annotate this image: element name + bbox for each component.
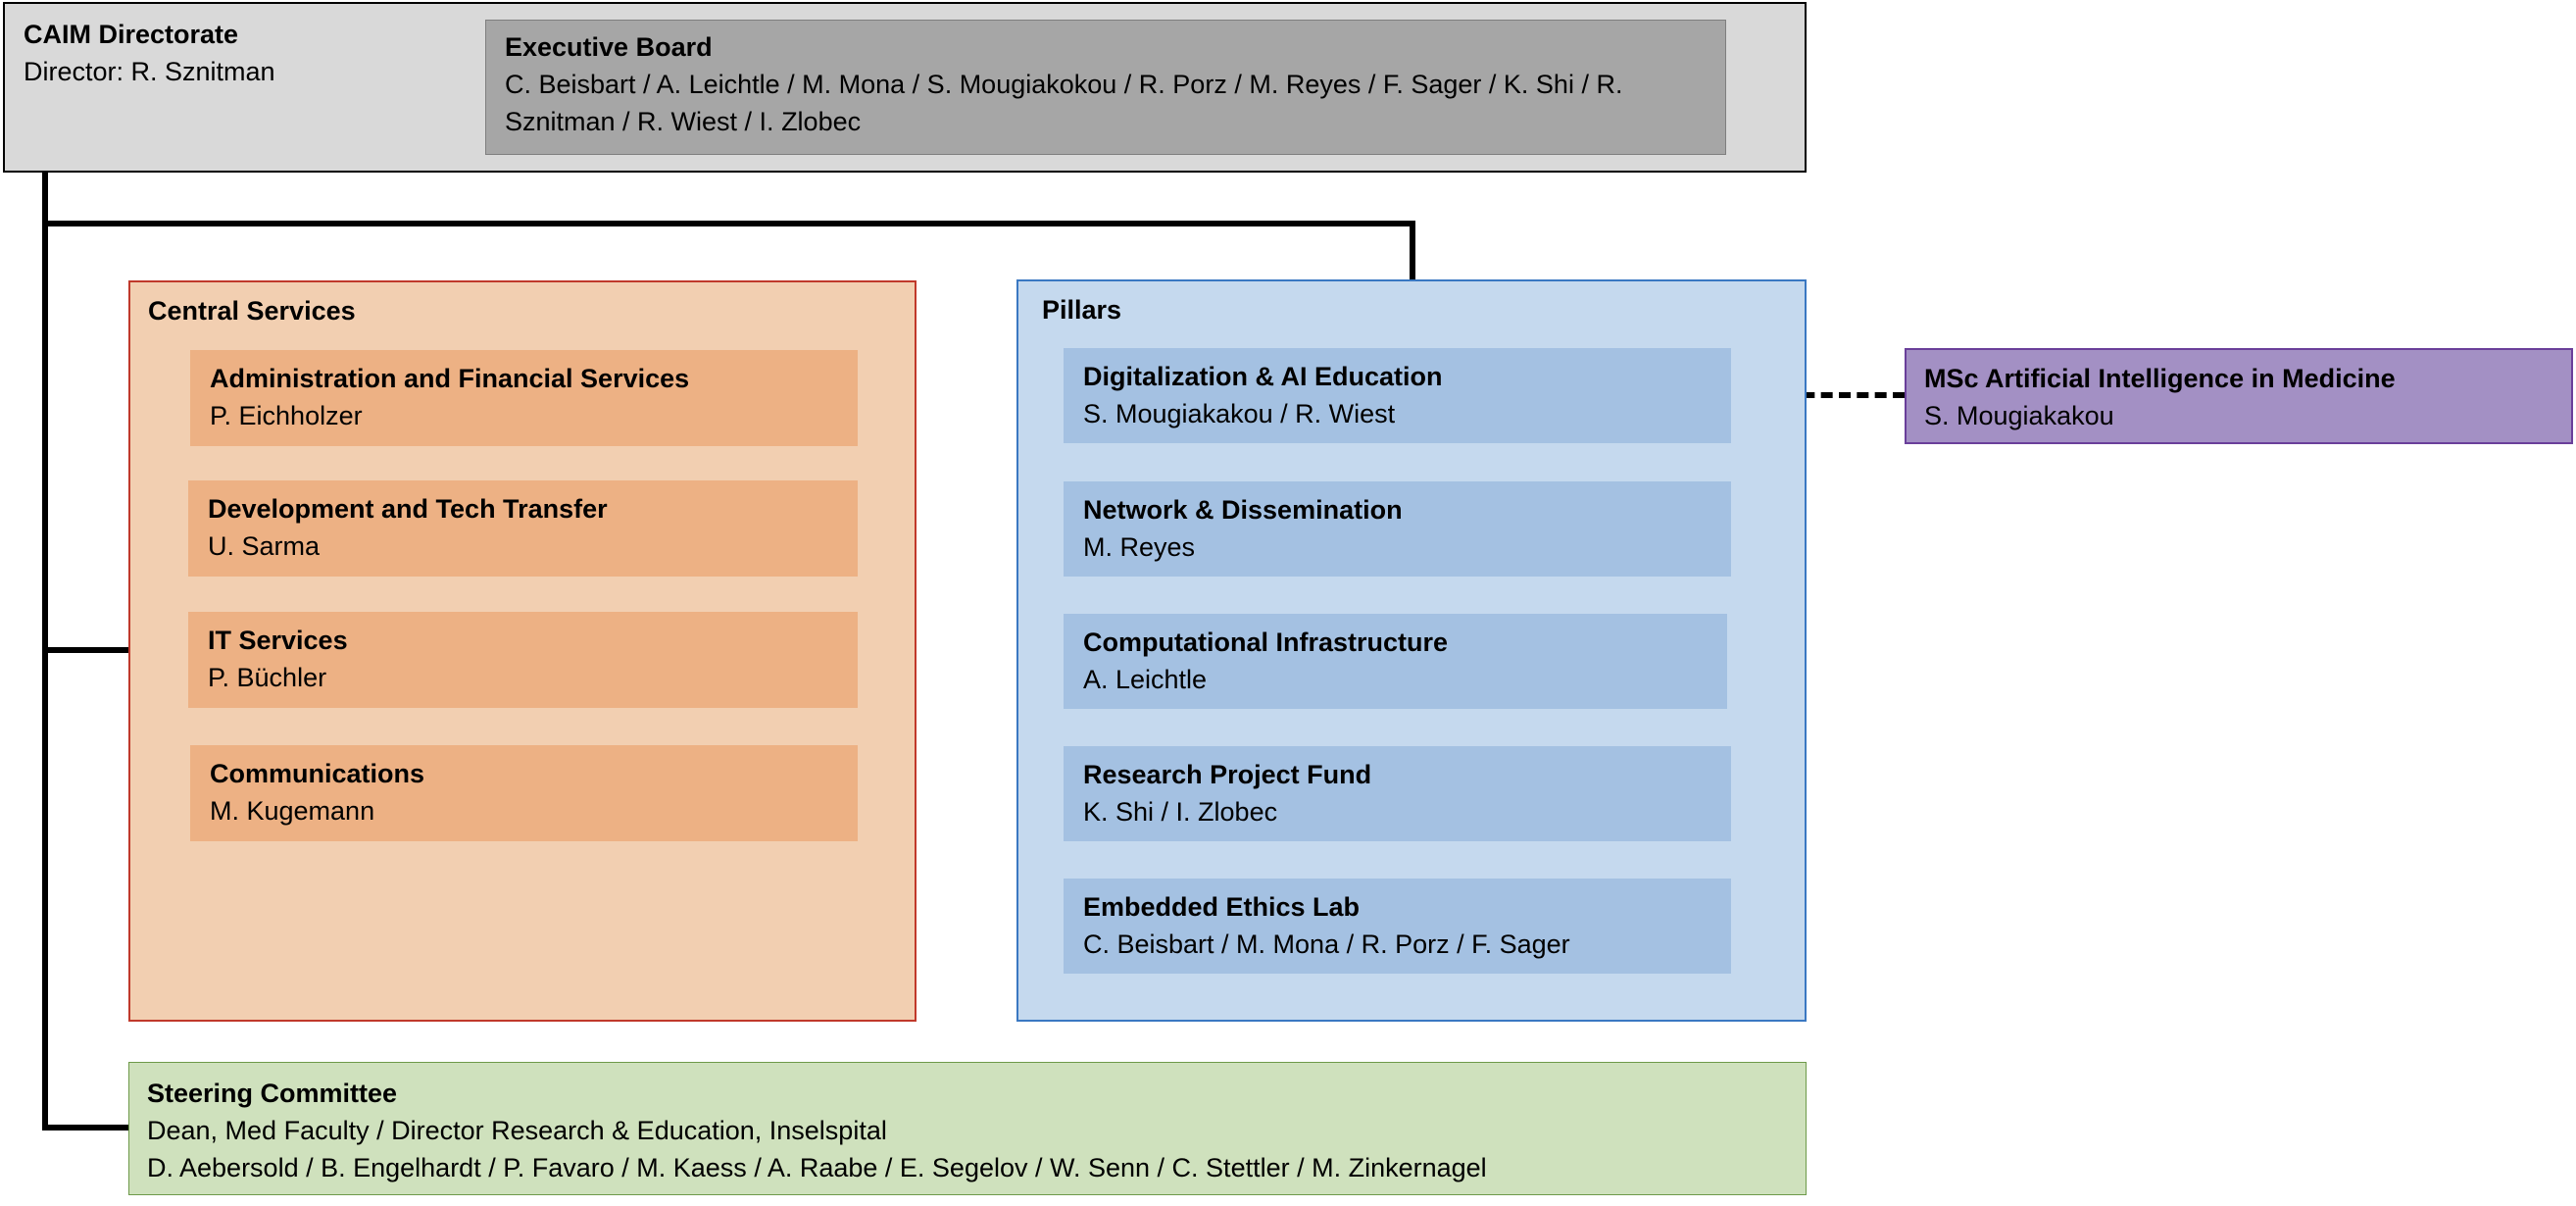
pillar-item-embedded-ethics-lab: Embedded Ethics Lab C. Beisbart / M. Mon… [1064, 879, 1731, 974]
connector-to-pillars-drop [1410, 221, 1415, 281]
directorate-title: CAIM Directorate [24, 20, 239, 49]
steering-committee-line-1: Dean, Med Faculty / Director Research & … [147, 1116, 887, 1145]
central-services-item-development: Development and Tech Transfer U. Sarma [188, 480, 858, 577]
steering-committee-title: Steering Committee [147, 1079, 398, 1108]
unit-title: Development and Tech Transfer [208, 494, 608, 524]
unit-title: Embedded Ethics Lab [1083, 892, 1361, 922]
executive-board-box: Executive Board C. Beisbart / A. Leichtl… [485, 20, 1726, 155]
connector-dashed-to-msc [1731, 392, 1905, 398]
unit-lead: P. Eichholzer [210, 401, 363, 430]
unit-lead: M. Kugemann [210, 796, 375, 826]
steering-committee-line-2: D. Aebersold / B. Engelhardt / P. Favaro… [147, 1153, 1487, 1182]
pillar-item-network: Network & Dissemination M. Reyes [1064, 481, 1731, 577]
unit-title: Research Project Fund [1083, 760, 1372, 789]
msc-lead: S. Mougiakakou [1924, 401, 2114, 430]
steering-committee-box: Steering Committee Dean, Med Faculty / D… [128, 1062, 1807, 1195]
unit-title: Administration and Financial Services [210, 364, 690, 393]
directorate-director: Director: R. Sznitman [24, 57, 275, 86]
pillar-item-digitalization: Digitalization & AI Education S. Mougiak… [1064, 348, 1731, 443]
unit-title: IT Services [208, 626, 348, 655]
unit-lead: K. Shi / I. Zlobec [1083, 797, 1278, 827]
msc-title: MSc Artificial Intelligence in Medicine [1924, 364, 2396, 393]
central-services-title: Central Services [148, 296, 356, 326]
central-services-item-it: IT Services P. Büchler [188, 612, 858, 708]
pillar-item-computational-infrastructure: Computational Infrastructure A. Leichtle [1064, 614, 1727, 709]
connector-to-central-services [42, 647, 130, 653]
connector-to-pillars-horizontal [42, 221, 1415, 226]
msc-ai-in-medicine-box: MSc Artificial Intelligence in Medicine … [1905, 348, 2573, 444]
pillars-title: Pillars [1042, 295, 1122, 325]
connector-to-steering-committee [42, 1125, 130, 1131]
unit-lead: U. Sarma [208, 531, 321, 561]
unit-title: Digitalization & AI Education [1083, 362, 1443, 391]
unit-title: Network & Dissemination [1083, 495, 1403, 525]
unit-title: Communications [210, 759, 425, 788]
unit-lead: A. Leichtle [1083, 665, 1208, 694]
central-services-item-communications: Communications M. Kugemann [190, 745, 858, 841]
pillar-item-research-project-fund: Research Project Fund K. Shi / I. Zlobec [1064, 746, 1731, 841]
unit-lead: M. Reyes [1083, 532, 1196, 562]
central-services-item-administration: Administration and Financial Services P.… [190, 350, 858, 446]
unit-title: Computational Infrastructure [1083, 628, 1449, 657]
unit-lead: S. Mougiakakou / R. Wiest [1083, 399, 1396, 428]
executive-board-members: C. Beisbart / A. Leichtle / M. Mona / S.… [505, 70, 1623, 136]
executive-board-title: Executive Board [505, 32, 713, 62]
unit-lead: P. Büchler [208, 663, 327, 692]
unit-lead: C. Beisbart / M. Mona / R. Porz / F. Sag… [1083, 930, 1570, 959]
